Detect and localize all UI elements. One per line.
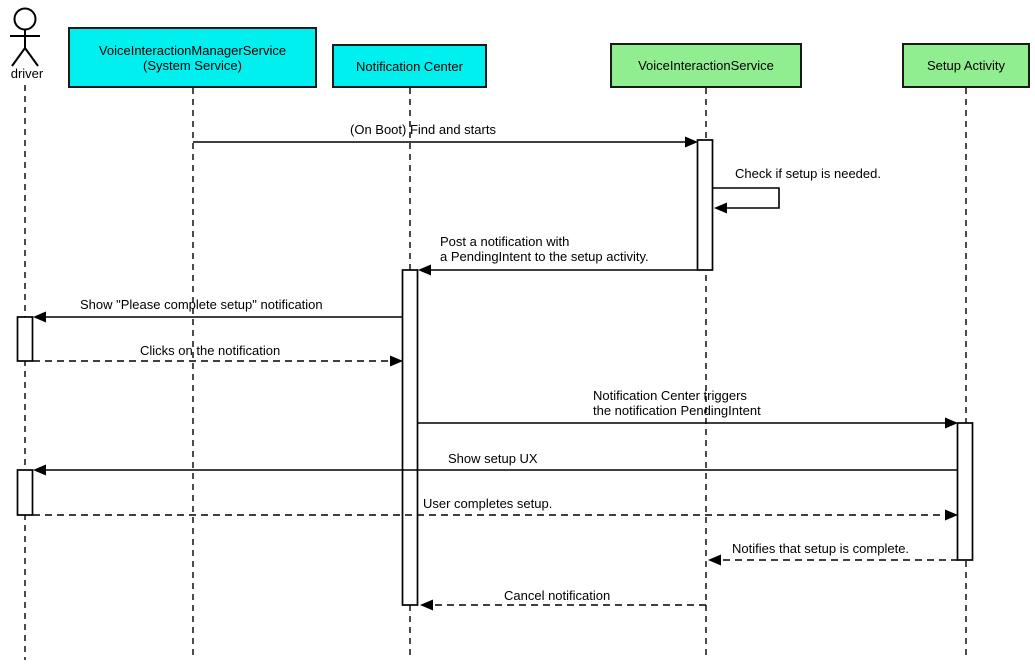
message-label-notifies-setup-complete: Notifies that setup is complete.: [732, 541, 910, 556]
arrowhead-left: [418, 264, 431, 276]
message-label-user-completes-setup: User completes setup.: [423, 496, 553, 511]
participant-sublabel: (System Service): [143, 57, 242, 73]
participant-label: Notification Center: [356, 58, 463, 74]
message-label-line1: Post a notification with: [440, 234, 570, 249]
message-label-line2: a PendingIntent to the setup activity.: [440, 249, 649, 264]
arrowhead-left: [714, 202, 727, 214]
participant-label: Setup Activity: [926, 58, 1006, 73]
message-label-cancel-notification: Cancel notification: [504, 588, 611, 603]
participant-voice-interaction-service: VoiceInteractionService: [610, 43, 802, 88]
participant-setup-activity: Setup Activity: [902, 43, 1030, 88]
message-label-nc-triggers-pendingintent: Notification Center triggers the notific…: [593, 388, 761, 418]
activation-driver-2: [16, 469, 34, 516]
participant-voice-interaction-manager-service: VoiceInteractionManagerService (System S…: [68, 27, 317, 88]
arrowhead-left: [33, 464, 46, 476]
participant-label: VoiceInteractionService: [638, 58, 774, 73]
participant-label: VoiceInteractionManagerService: [98, 42, 287, 58]
activation-setup-activity: [956, 422, 974, 561]
actor-label: driver: [10, 66, 44, 81]
activation-driver-1: [16, 316, 34, 362]
arrowhead-right: [390, 355, 403, 367]
message-label-clicks-on-notification: Clicks on the notification: [140, 343, 281, 358]
arrow-check-if-setup-needed-self-loop: [713, 187, 780, 209]
participant-notification-center: Notification Center: [332, 44, 487, 88]
message-label-show-complete-setup-notification: Show "Please complete setup" notificatio…: [80, 297, 323, 312]
activation-voice-interaction-service: [696, 139, 714, 271]
message-label-post-notification: Post a notification with a PendingIntent…: [440, 234, 649, 264]
actor-icon: [10, 7, 40, 67]
arrowhead-right: [945, 417, 958, 429]
arrowhead-right: [685, 136, 698, 148]
message-label-show-setup-ux: Show setup UX: [448, 451, 538, 466]
arrowhead-left: [33, 311, 46, 323]
activation-notification-center: [401, 269, 419, 606]
arrowhead-left: [708, 554, 721, 566]
message-label-check-if-setup-needed: Check if setup is needed.: [735, 166, 881, 181]
message-label-line2: the notification PendingIntent: [593, 403, 761, 418]
arrowhead-right: [945, 509, 958, 521]
arrowhead-left: [420, 599, 433, 611]
message-label-on-boot-find-and-starts: (On Boot) Find and starts: [350, 122, 496, 137]
message-label-line1: Notification Center triggers: [593, 388, 747, 403]
